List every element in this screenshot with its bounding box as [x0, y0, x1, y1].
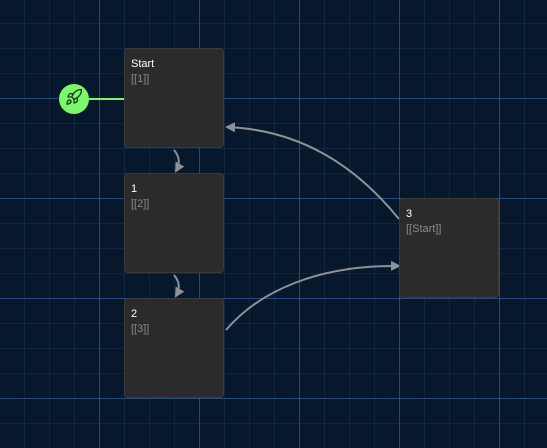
- passage-excerpt: [[Start]]: [406, 223, 442, 235]
- start-passage-badge: [59, 84, 89, 114]
- passage-excerpt: [[2]]: [131, 198, 150, 210]
- passage-excerpt: [[1]]: [131, 73, 150, 85]
- link-arrow-start-to-1: [173, 149, 185, 173]
- passage-title: 3: [406, 208, 413, 220]
- start-passage-connector: [89, 98, 124, 100]
- link-arrow-3-to-start: [225, 122, 400, 220]
- passage-title: 2: [131, 308, 138, 320]
- passage-excerpt: [[3]]: [131, 323, 150, 335]
- passage-title: 1: [131, 183, 138, 195]
- rocket-icon: [65, 88, 83, 111]
- link-arrow-2-to-3: [225, 260, 401, 331]
- passage-card-3[interactable]: 3 [[Start]]: [399, 198, 499, 298]
- passage-card-1[interactable]: 1 [[2]]: [124, 173, 224, 273]
- passage-card-start[interactable]: Start [[1]]: [124, 48, 224, 148]
- link-arrow-1-to-2: [173, 274, 185, 298]
- passage-title: Start: [131, 58, 155, 70]
- passage-card-2[interactable]: 2 [[3]]: [124, 298, 224, 398]
